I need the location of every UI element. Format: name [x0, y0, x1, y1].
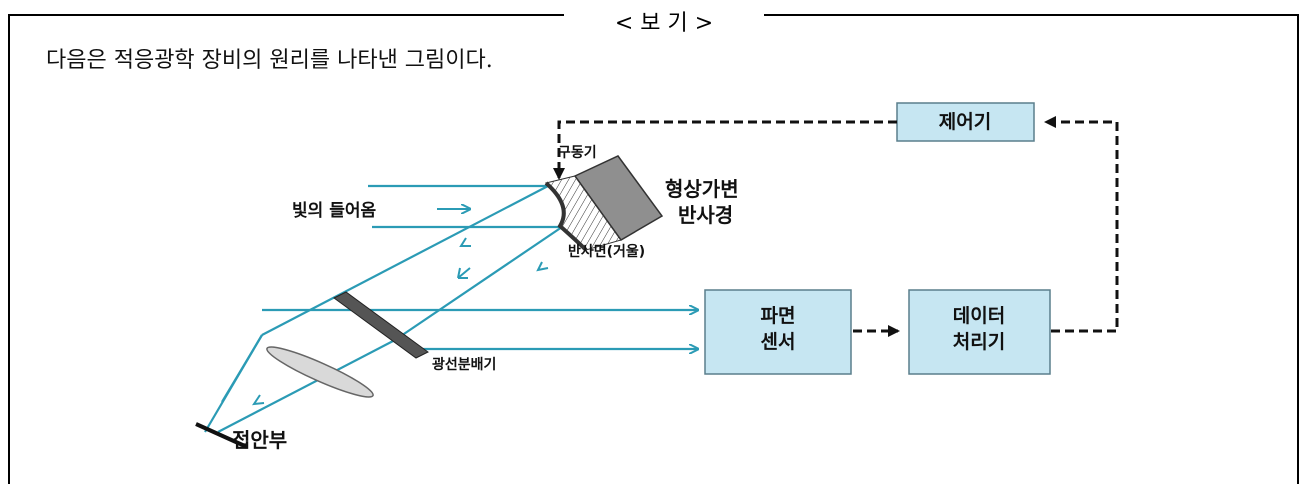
deformable-mirror-label-1: 형상가변 — [665, 177, 739, 201]
eyepiece-lens — [266, 346, 374, 398]
deformable-mirror — [544, 155, 664, 252]
beam-direction-arrows — [251, 237, 549, 406]
control-signal-lines — [553, 116, 1119, 337]
controller-label: 제어기 — [939, 111, 991, 133]
data-processor-label-1: 데이터 — [953, 305, 1005, 327]
light-in-label: 빛의 들어옴 — [292, 201, 376, 221]
incoming-light-rays — [368, 184, 562, 229]
data-processor-label-2: 처리기 — [953, 331, 1005, 353]
processor-to-controller-arrow — [1044, 116, 1119, 333]
controller-box: 제어기 — [896, 102, 1035, 142]
beam-splitter — [333, 291, 429, 359]
mirror-surface-label: 반사면(거울) — [568, 243, 645, 260]
data-processor-box: 데이터 처리기 — [908, 289, 1051, 375]
intro-text: 다음은 적응광학 장비의 원리를 나타낸 그림이다. — [46, 48, 493, 73]
wavefront-sensor-label-1: 파면 — [761, 305, 796, 327]
beam-splitter-label: 광선분배기 — [432, 356, 496, 373]
example-box: < 보 기 > — [8, 12, 1299, 484]
wavefront-sensor-label-2: 센서 — [761, 331, 796, 353]
eyepiece-plate — [195, 422, 248, 449]
deformable-mirror-label-2: 반사경 — [678, 203, 733, 227]
wavefront-sensor-box: 파면 센서 — [704, 289, 852, 375]
box-title: < 보 기 > — [564, 12, 764, 38]
sensor-beams — [262, 310, 698, 349]
eyepiece-label: 접안부 — [232, 428, 287, 452]
actuator-label: 구동기 — [558, 145, 597, 161]
controller-to-actuator-arrow — [553, 120, 897, 180]
